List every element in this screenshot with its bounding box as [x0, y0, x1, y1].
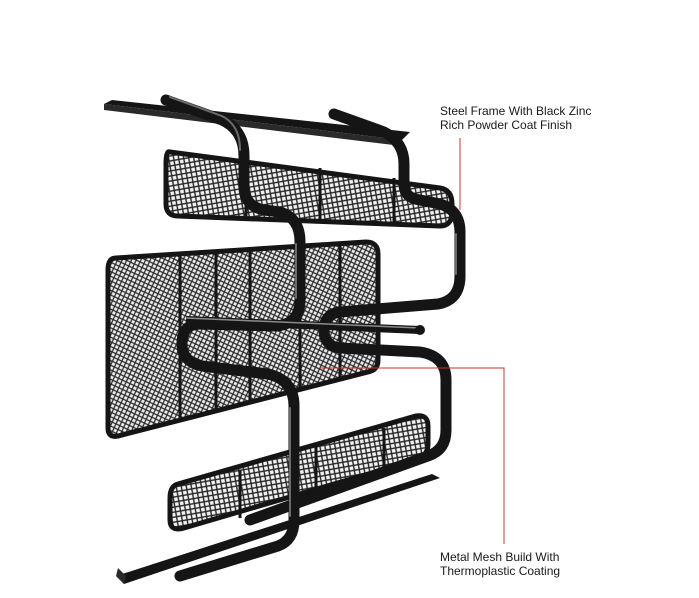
bottom-bench: [116, 474, 440, 584]
callout-leader-mesh: [320, 367, 505, 544]
callout-mesh-line2: Thermoplastic Coating: [440, 564, 561, 578]
callout-mesh-build: Metal Mesh Build With Thermoplastic Coat…: [440, 550, 560, 578]
steel-frame-highlights: [169, 96, 457, 517]
table-top-panel: [105, 239, 381, 439]
callout-mesh-line1: Metal Mesh Build With: [440, 550, 560, 564]
callout-frame-line2: Rich Powder Coat Finish: [440, 118, 573, 132]
callout-frame-finish: Steel Frame With Black Zinc Rich Powder …: [440, 104, 591, 132]
upper-seat-panel: [163, 149, 455, 229]
callout-frame-line1: Steel Frame With Black Zinc: [440, 104, 592, 118]
frame-cross-bar: [185, 316, 425, 335]
